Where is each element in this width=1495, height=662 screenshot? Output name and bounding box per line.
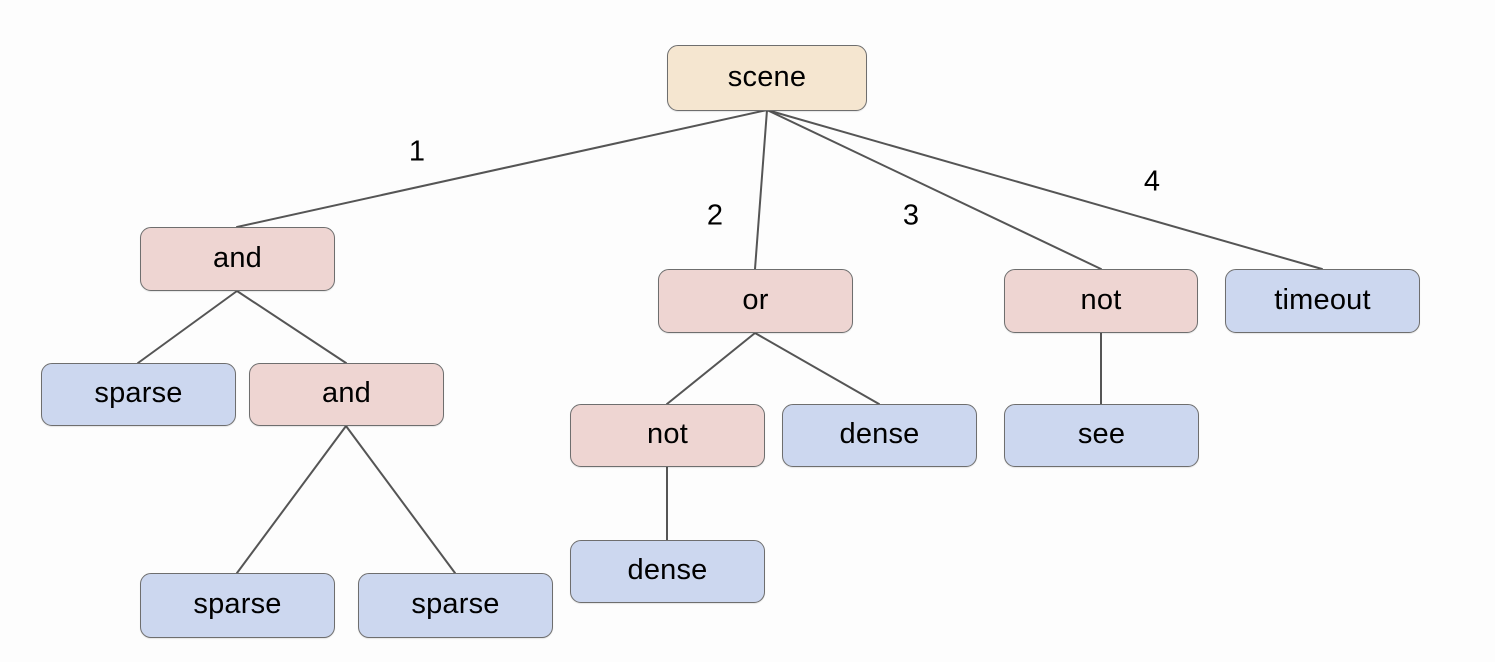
tree-node-not2[interactable]: not: [570, 404, 765, 467]
tree-node-label: sparse: [94, 377, 183, 409]
tree-node-label: see: [1077, 418, 1126, 450]
tree-edge-scene-to-or1: [754, 109, 768, 270]
tree-node-label: scene: [727, 60, 807, 93]
tree-node-label: dense: [627, 554, 708, 586]
tree-edge-and1-to-sparse1: [137, 290, 238, 364]
tree-node-label: or: [742, 283, 769, 316]
edge-label-lbl2: 2: [706, 199, 724, 232]
tree-node-timeout1[interactable]: timeout: [1225, 269, 1420, 333]
tree-edge-or1-to-not2: [666, 332, 756, 405]
tree-node-label: dense: [839, 418, 920, 450]
tree-edge-and1-to-and2: [236, 290, 347, 364]
tree-node-label: not: [647, 418, 688, 450]
tree-node-and2[interactable]: and: [249, 363, 444, 426]
tree-node-label: sparse: [193, 588, 282, 620]
edge-label-lbl4: 4: [1143, 165, 1161, 198]
tree-node-sparse1[interactable]: sparse: [41, 363, 236, 426]
edge-label-lbl1: 1: [408, 135, 426, 168]
tree-edge-and2-to-sparse3: [345, 425, 456, 574]
tree-edge-scene-to-and1: [236, 109, 768, 228]
tree-edge-or1-to-dense1: [754, 332, 880, 405]
tree-node-label: not: [1080, 283, 1122, 316]
tree-node-and1[interactable]: and: [140, 227, 335, 291]
tree-node-label: sparse: [411, 588, 500, 620]
tree-node-or1[interactable]: or: [658, 269, 853, 333]
tree-node-label: and: [322, 377, 371, 409]
tree-node-label: timeout: [1274, 283, 1371, 316]
tree-node-not1[interactable]: not: [1004, 269, 1198, 333]
tree-edge-and2-to-sparse2: [236, 425, 347, 574]
tree-edge-scene-to-not1: [766, 109, 1102, 270]
tree-edge-scene-to-timeout1: [766, 109, 1323, 270]
tree-node-dense2[interactable]: dense: [570, 540, 765, 603]
tree-node-dense1[interactable]: dense: [782, 404, 977, 467]
tree-node-sparse3[interactable]: sparse: [358, 573, 553, 638]
tree-node-sparse2[interactable]: sparse: [140, 573, 335, 638]
tree-node-see1[interactable]: see: [1004, 404, 1199, 467]
tree-node-scene[interactable]: scene: [667, 45, 867, 111]
tree-node-label: and: [213, 241, 262, 274]
edge-label-lbl3: 3: [902, 199, 920, 232]
